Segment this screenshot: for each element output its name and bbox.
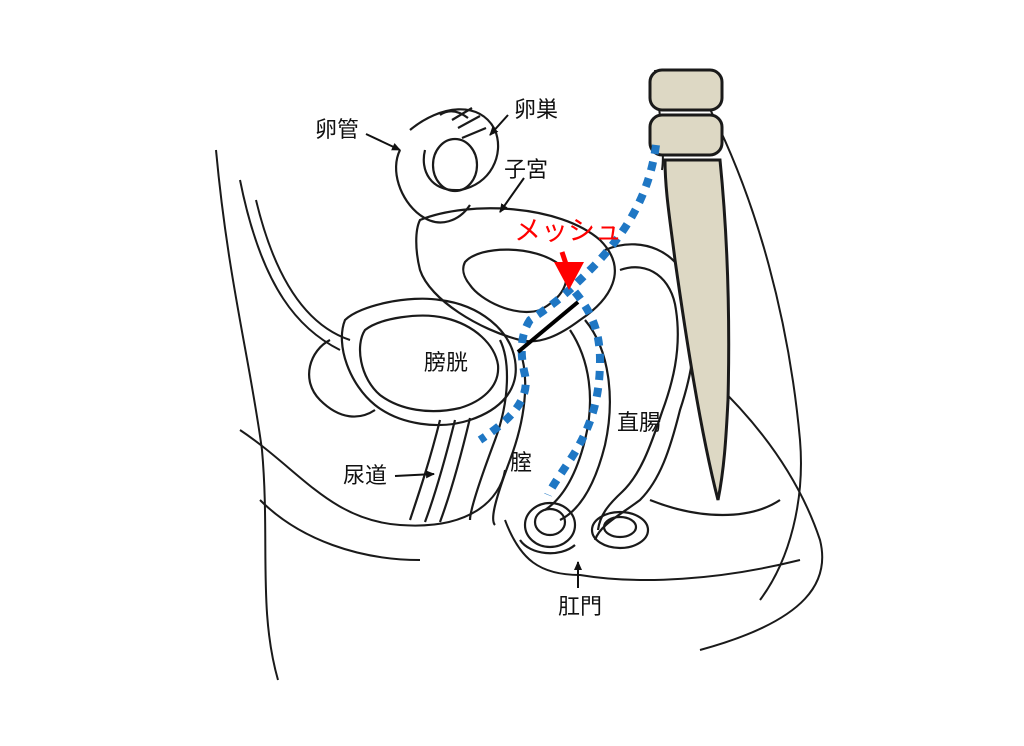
bladder <box>308 297 517 427</box>
label-anus: 肛門 <box>558 595 603 620</box>
arrow-ovary <box>489 114 509 136</box>
mesh-path <box>477 144 660 497</box>
label-mesh: メッシュ <box>514 216 622 247</box>
body-outline <box>215 69 824 681</box>
arrow-urethra <box>394 470 435 479</box>
urethra <box>408 417 472 523</box>
label-vagina: 腟 <box>510 451 533 476</box>
uterus-group <box>395 107 616 343</box>
arrow-uterus <box>499 177 525 213</box>
label-rectum: 直腸 <box>617 411 662 436</box>
arrow-fallopian-tube <box>365 133 401 151</box>
vertebra-upper <box>648 68 724 112</box>
label-uterus: 子宮 <box>504 158 549 183</box>
label-urethra: 尿道 <box>343 464 388 489</box>
mesh-arrow <box>554 251 584 290</box>
label-fallopian-tube: 卵管 <box>315 118 360 143</box>
label-ovary: 卵巣 <box>514 98 559 123</box>
label-arrows <box>365 114 582 588</box>
label-bladder: 膀胱 <box>424 351 469 376</box>
vertebra-lower <box>648 113 724 157</box>
spine <box>648 68 731 501</box>
rectum <box>590 243 781 550</box>
anus <box>519 501 577 555</box>
sacrum <box>663 158 731 501</box>
mesh-support-bar <box>516 300 580 354</box>
